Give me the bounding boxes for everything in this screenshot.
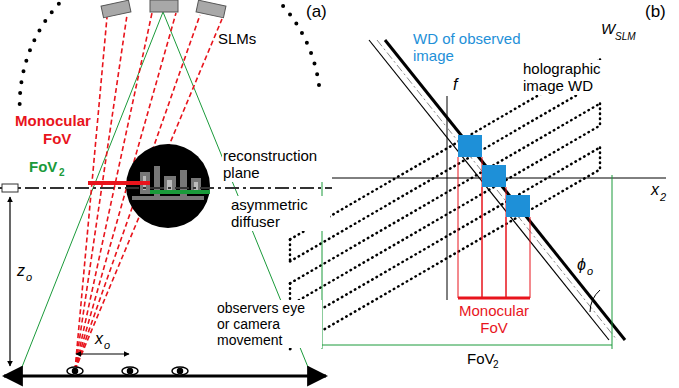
subscript: o (25, 271, 33, 284)
band-edge (290, 126, 600, 306)
observed-wd-blocks (458, 135, 530, 298)
note: observers eye or camera movement (216, 300, 322, 348)
fov-label: FoV (42, 130, 72, 147)
band-end (289, 239, 292, 261)
subscript: o (586, 265, 594, 278)
panel-label: (b) (645, 2, 666, 22)
zo-arrow (9, 197, 10, 366)
fov-label: Monocular (14, 112, 92, 129)
angle-arc (590, 290, 600, 312)
subscript: 2 (58, 167, 66, 179)
reconstruction-plane (0, 187, 332, 189)
fov-drop-line (458, 157, 459, 298)
red-rays (75, 13, 222, 370)
diffuser-image (126, 144, 210, 228)
monocular-fov-bar (88, 181, 150, 185)
slm-line (385, 40, 625, 340)
f-axis (447, 96, 448, 300)
observed-wd-block (482, 165, 506, 187)
plane-end (2, 184, 18, 192)
subscript: o (103, 339, 111, 352)
band-end (599, 147, 602, 169)
band-edge (290, 147, 600, 327)
band-edge (290, 169, 600, 349)
subscript: SLM (614, 31, 637, 43)
band-edge (290, 104, 600, 284)
eye-symbols (67, 367, 188, 375)
blue-label: WD of observed image (412, 30, 536, 65)
fov2-bracket (322, 175, 612, 349)
observed-wd-block (458, 135, 482, 157)
part-name: holographic image WD (522, 60, 624, 95)
fov-drop-line (506, 217, 507, 298)
xo-arrow (76, 353, 129, 354)
part-name: asymmetric diffuser (230, 196, 330, 231)
fov-drop-line (530, 217, 531, 298)
part-name: reconstruction plane (222, 147, 332, 182)
movement-arrow (4, 375, 326, 378)
subscript: 2 (659, 191, 667, 204)
band-end (599, 104, 602, 126)
wd-bands (290, 60, 600, 350)
slm-arc (20, 0, 320, 115)
slm-panels (101, 0, 226, 18)
subscript: 2 (492, 359, 500, 371)
monocular-fov-bar (458, 297, 530, 300)
observed-wd-block (506, 195, 530, 217)
fov-drop-line (482, 187, 483, 298)
fov2-bar (150, 190, 210, 194)
axis-label: f (452, 76, 458, 94)
part-name: SLMs (218, 30, 256, 47)
panel-label: (a) (306, 2, 327, 22)
fov-label: Monocular FoV (448, 302, 540, 337)
fov-label: FoV (28, 158, 58, 175)
band-edge (290, 82, 600, 262)
